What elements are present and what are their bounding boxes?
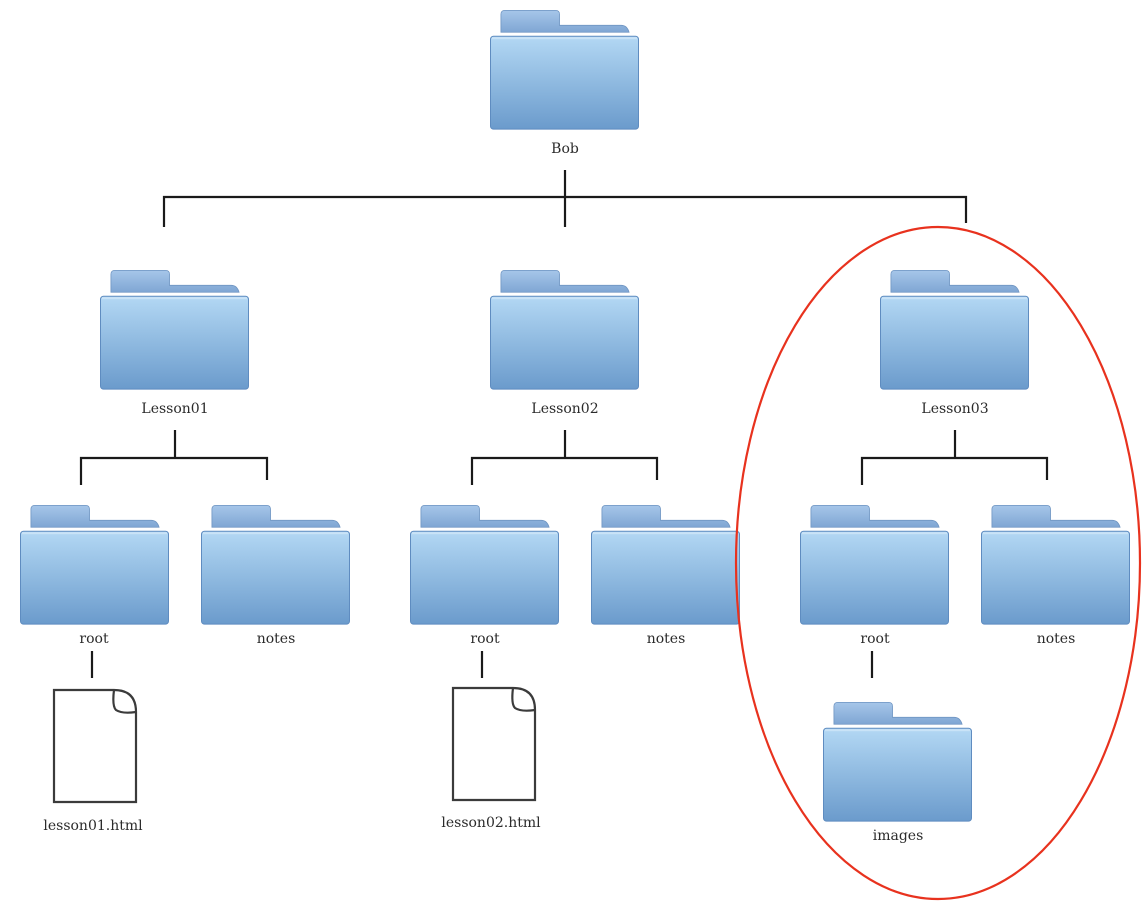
l1-notes-label: notes bbox=[256, 631, 296, 647]
lesson02-html-file-icon[interactable] bbox=[451, 686, 537, 802]
lesson01-label: Lesson01 bbox=[141, 401, 209, 417]
l3-notes-label: notes bbox=[1036, 631, 1076, 647]
l3-notes-folder-icon[interactable] bbox=[981, 505, 1130, 625]
l2-notes-folder-icon[interactable] bbox=[591, 505, 740, 625]
lesson02-connector bbox=[470, 430, 659, 485]
lesson01-html-file-icon[interactable] bbox=[52, 688, 138, 804]
lesson01-html-label: lesson01.html bbox=[43, 818, 143, 834]
l3-root-folder-icon[interactable] bbox=[800, 505, 949, 625]
l2-root-folder-icon[interactable] bbox=[410, 505, 559, 625]
bob-label: Bob bbox=[551, 141, 579, 157]
lesson02-label: Lesson02 bbox=[531, 401, 599, 417]
lesson03-label: Lesson03 bbox=[921, 401, 989, 417]
l2-root-label: root bbox=[470, 631, 500, 647]
lesson03-connector bbox=[860, 430, 1049, 485]
l3-images-label: images bbox=[872, 828, 924, 844]
bob-folder-icon[interactable] bbox=[490, 10, 639, 130]
l1-notes-folder-icon[interactable] bbox=[201, 505, 350, 625]
lesson03-highlight-ellipse bbox=[734, 225, 1142, 901]
lesson03-folder-icon[interactable] bbox=[880, 270, 1029, 390]
l1-root-label: root bbox=[79, 631, 109, 647]
lesson01-connector bbox=[79, 430, 269, 485]
l3-root-label: root bbox=[860, 631, 890, 647]
l3-images-folder-icon[interactable] bbox=[823, 702, 972, 822]
bob-connector bbox=[162, 170, 968, 227]
lesson02-folder-icon[interactable] bbox=[490, 270, 639, 390]
lesson01-folder-icon[interactable] bbox=[100, 270, 249, 390]
lesson02-html-label: lesson02.html bbox=[441, 815, 541, 831]
l1-root-folder-icon[interactable] bbox=[20, 505, 169, 625]
l2-notes-label: notes bbox=[646, 631, 686, 647]
tree-connectors bbox=[79, 170, 1049, 678]
